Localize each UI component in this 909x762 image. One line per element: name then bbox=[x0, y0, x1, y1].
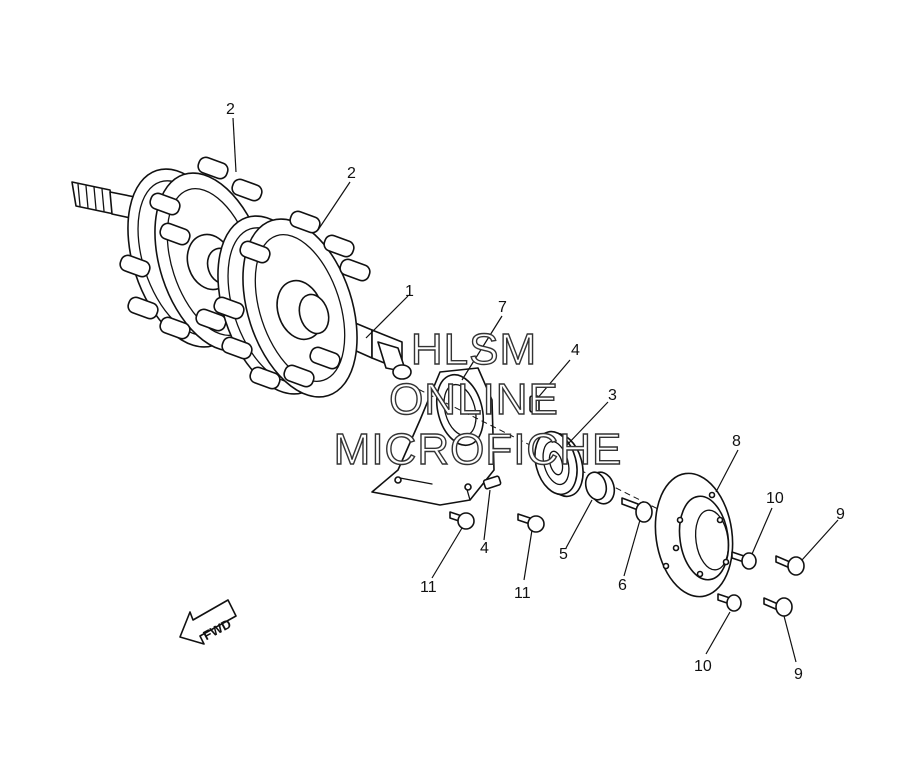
callout-10-lower: 10 bbox=[694, 658, 712, 675]
bolt-9-upper bbox=[775, 555, 805, 576]
callout-3: 3 bbox=[608, 387, 617, 404]
bolt-10-upper bbox=[731, 551, 757, 570]
callout-11-left: 11 bbox=[420, 579, 437, 596]
callout-9-upper: 9 bbox=[836, 506, 845, 523]
watermark-line-3: MICROFICHE bbox=[334, 425, 623, 474]
set-screw-lower bbox=[482, 475, 502, 490]
collar bbox=[584, 471, 616, 505]
watermark-line-2: ONLINE bbox=[389, 375, 559, 424]
callout-4-upper: 4 bbox=[571, 342, 580, 359]
watermark: HLSM ONLINE MICROFICHE bbox=[333, 324, 623, 474]
callout-6: 6 bbox=[618, 577, 627, 594]
flange-plate bbox=[654, 472, 734, 598]
callout-8: 8 bbox=[732, 433, 741, 450]
bolt-11-left bbox=[449, 511, 475, 530]
fwd-arrow: FWD bbox=[179, 599, 237, 645]
callout-1: 1 bbox=[405, 283, 414, 300]
callout-2-left: 2 bbox=[226, 101, 235, 118]
callout-9-lower: 9 bbox=[794, 666, 803, 683]
bearing bbox=[534, 430, 584, 498]
bolt-11-right bbox=[517, 513, 545, 533]
watermark-line-1: HLSM bbox=[411, 325, 537, 374]
callout-labels: 2 2 1 7 4 3 8 10 9 4 5 6 11 11 10 9 bbox=[226, 101, 845, 683]
callout-5: 5 bbox=[559, 546, 568, 563]
bolt-6 bbox=[621, 497, 653, 523]
callout-2-right: 2 bbox=[347, 165, 356, 182]
callout-4-lower: 4 bbox=[480, 540, 489, 557]
callout-11-right: 11 bbox=[514, 585, 531, 602]
callout-10-upper: 10 bbox=[766, 490, 784, 507]
bolt-10-lower bbox=[717, 593, 742, 612]
bolt-9-lower bbox=[763, 597, 793, 617]
callout-7: 7 bbox=[498, 299, 507, 316]
leader-lines bbox=[232, 117, 839, 663]
sprocket-right bbox=[213, 210, 371, 398]
